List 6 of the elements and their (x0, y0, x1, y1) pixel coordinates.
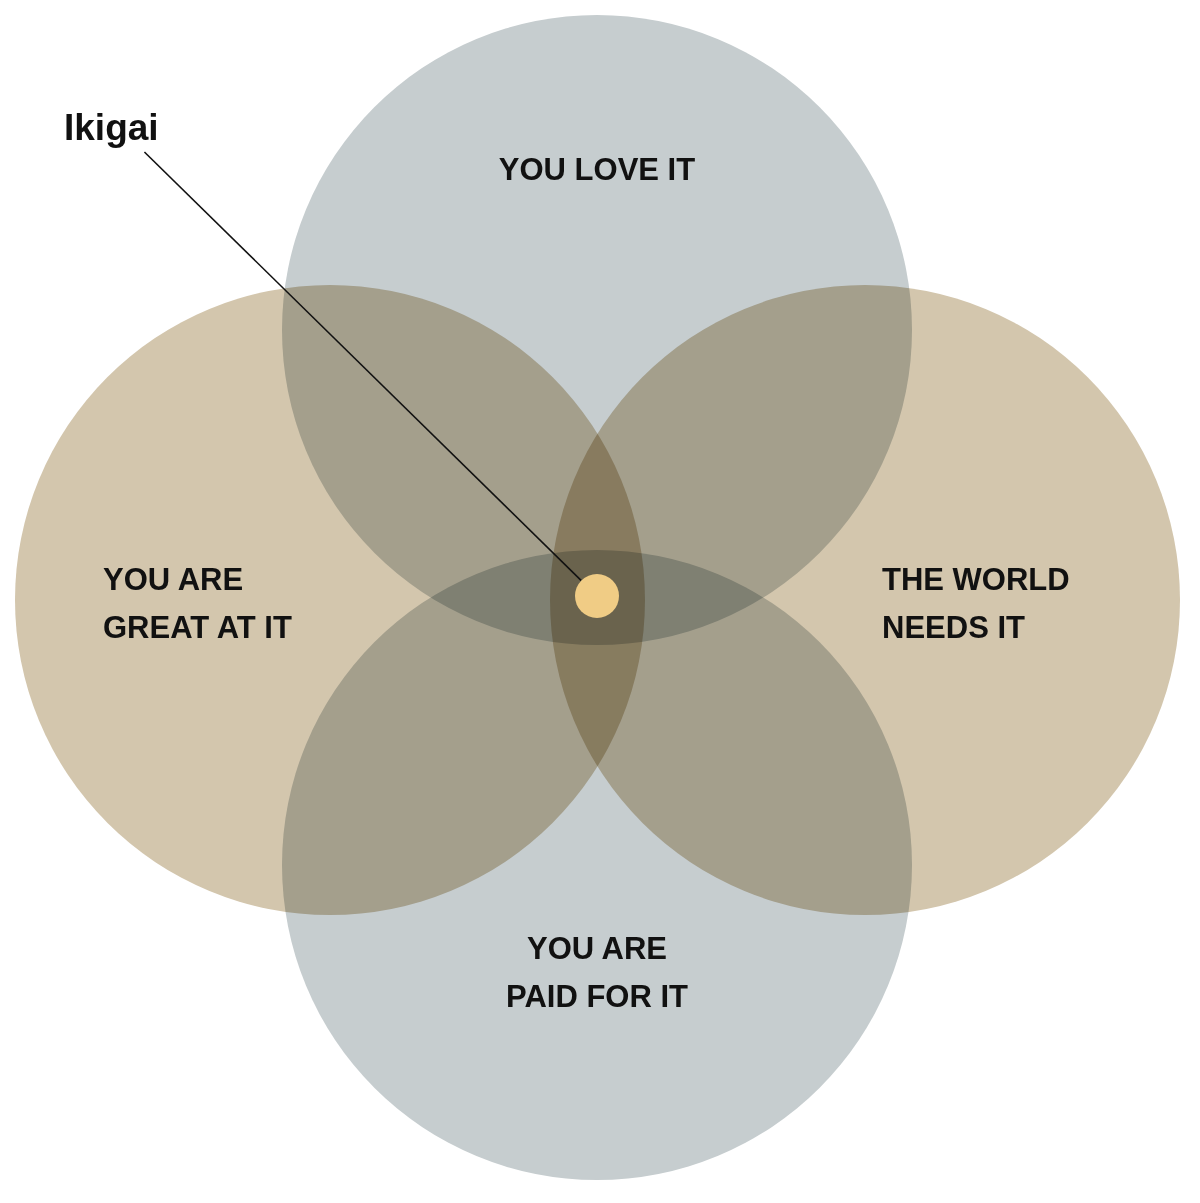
circle-label: YOU ARE GREAT AT IT (103, 561, 293, 647)
callout-label: Ikigai (64, 106, 159, 150)
circle-label: YOU LOVE IT (497, 151, 697, 189)
circle-label: YOU ARE PAID FOR IT (505, 930, 689, 1016)
circle-label: THE WORLD NEEDS IT (882, 561, 1071, 647)
leader-line (143, 151, 583, 582)
